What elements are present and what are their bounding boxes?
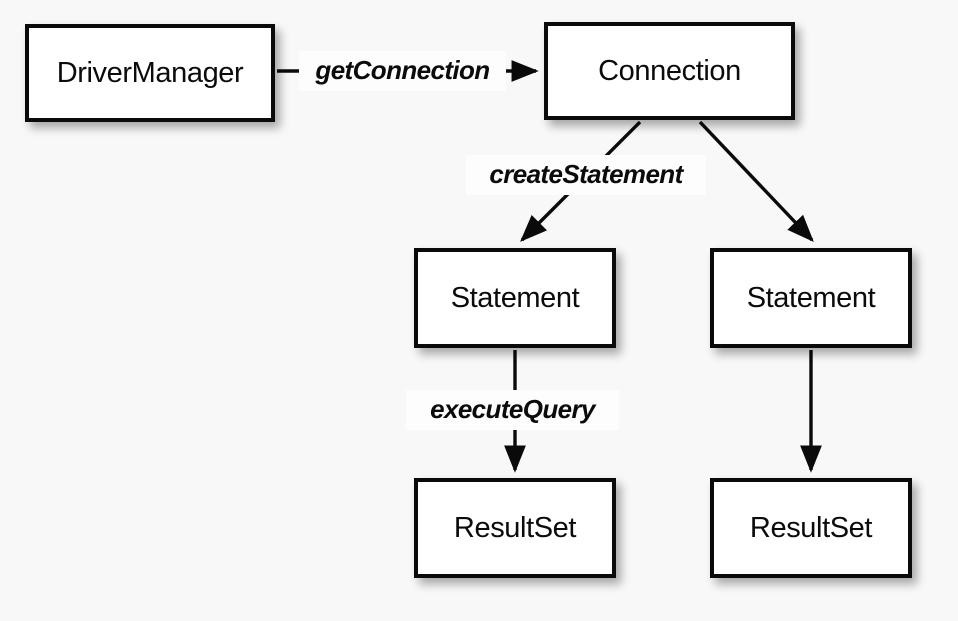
edge-label-get-connection: getConnection bbox=[299, 51, 506, 91]
node-resultset-right[interactable]: ResultSet bbox=[710, 478, 912, 578]
node-resultset-left[interactable]: ResultSet bbox=[414, 478, 616, 578]
node-statement-right-label: Statement bbox=[746, 281, 876, 314]
edge-label-create-statement: createStatement bbox=[466, 155, 706, 195]
node-statement-right[interactable]: Statement bbox=[710, 248, 912, 348]
edge-createstatement-2-line bbox=[698, 120, 814, 242]
edge-label-execute-query: executeQuery bbox=[406, 390, 619, 430]
node-driver-manager[interactable]: DriverManager bbox=[25, 24, 275, 122]
node-connection[interactable]: Connection bbox=[544, 22, 795, 120]
node-statement-left-label: Statement bbox=[450, 281, 580, 314]
node-resultset-left-label: ResultSet bbox=[453, 511, 577, 544]
node-resultset-right-label: ResultSet bbox=[749, 511, 873, 544]
node-connection-label: Connection bbox=[598, 54, 741, 87]
node-statement-left[interactable]: Statement bbox=[414, 248, 616, 348]
node-driver-manager-label: DriverManager bbox=[56, 56, 244, 89]
